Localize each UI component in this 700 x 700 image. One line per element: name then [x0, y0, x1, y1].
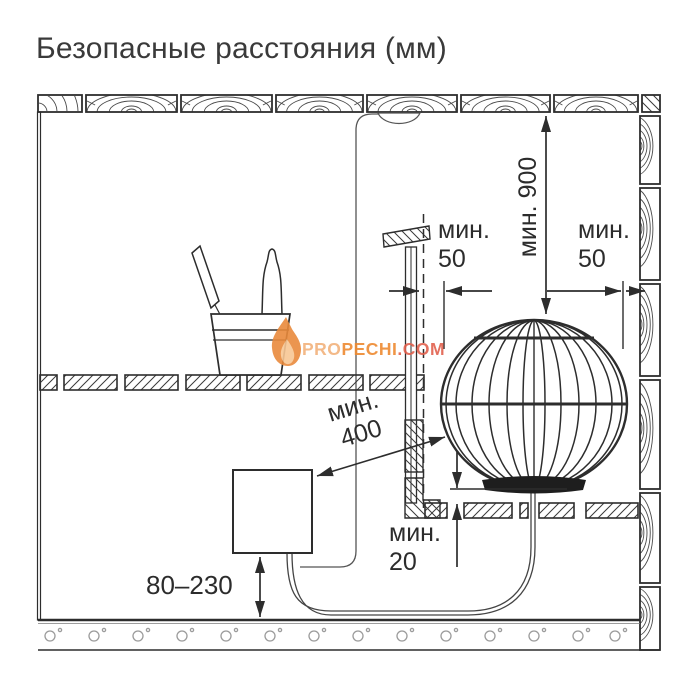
dim-80-230-label: 80–230 — [146, 570, 233, 600]
dim-50-left-label: мин.50 — [438, 216, 490, 274]
watermark-part1: PRO — [302, 339, 342, 359]
heater-platform — [424, 502, 639, 519]
bucket-handle — [261, 248, 283, 315]
dim-20-line1: мин. — [389, 519, 441, 547]
floor-aggregate-dots — [44, 627, 628, 642]
ladle-handle — [191, 244, 220, 310]
dim-20-label: мин.20 — [389, 519, 441, 577]
page-title: Безопасные расстояния (мм) — [36, 32, 447, 65]
dim-400-arrow — [316, 436, 446, 477]
dim-50-left-line2: 50 — [438, 245, 466, 273]
flame-icon — [271, 317, 301, 366]
ceiling-corner-block — [641, 94, 661, 113]
heater-cable — [286, 491, 536, 616]
dim-50-right-line2: 50 — [578, 245, 606, 273]
left-wall — [36, 111, 42, 621]
guard-screen — [382, 214, 441, 519]
dim-50-right-line1: мин. — [578, 216, 630, 244]
watermark-part2: PECHI — [341, 339, 398, 359]
sensor-wire — [300, 113, 390, 568]
dim-20-line2: 20 — [389, 548, 417, 576]
bucket — [191, 244, 291, 376]
ceiling-sensor — [377, 112, 421, 125]
watermark-part3: .COM — [397, 339, 446, 359]
watermark: PROPECHI.COM — [302, 339, 445, 360]
dim-50-right-label: мин.50 — [578, 216, 630, 274]
heater-base — [482, 476, 586, 494]
bench — [39, 374, 425, 391]
floor — [38, 618, 660, 651]
dim-50-left-line1: мин. — [438, 216, 490, 244]
dimension-lines — [255, 116, 645, 617]
heater-stove — [439, 318, 629, 494]
right-wall — [639, 115, 661, 651]
guard-screen-cap — [382, 225, 431, 248]
dim-900-label: мин. 900 — [514, 156, 542, 258]
bucket-body — [210, 313, 291, 376]
ceiling — [37, 94, 661, 113]
control-unit — [232, 469, 313, 554]
